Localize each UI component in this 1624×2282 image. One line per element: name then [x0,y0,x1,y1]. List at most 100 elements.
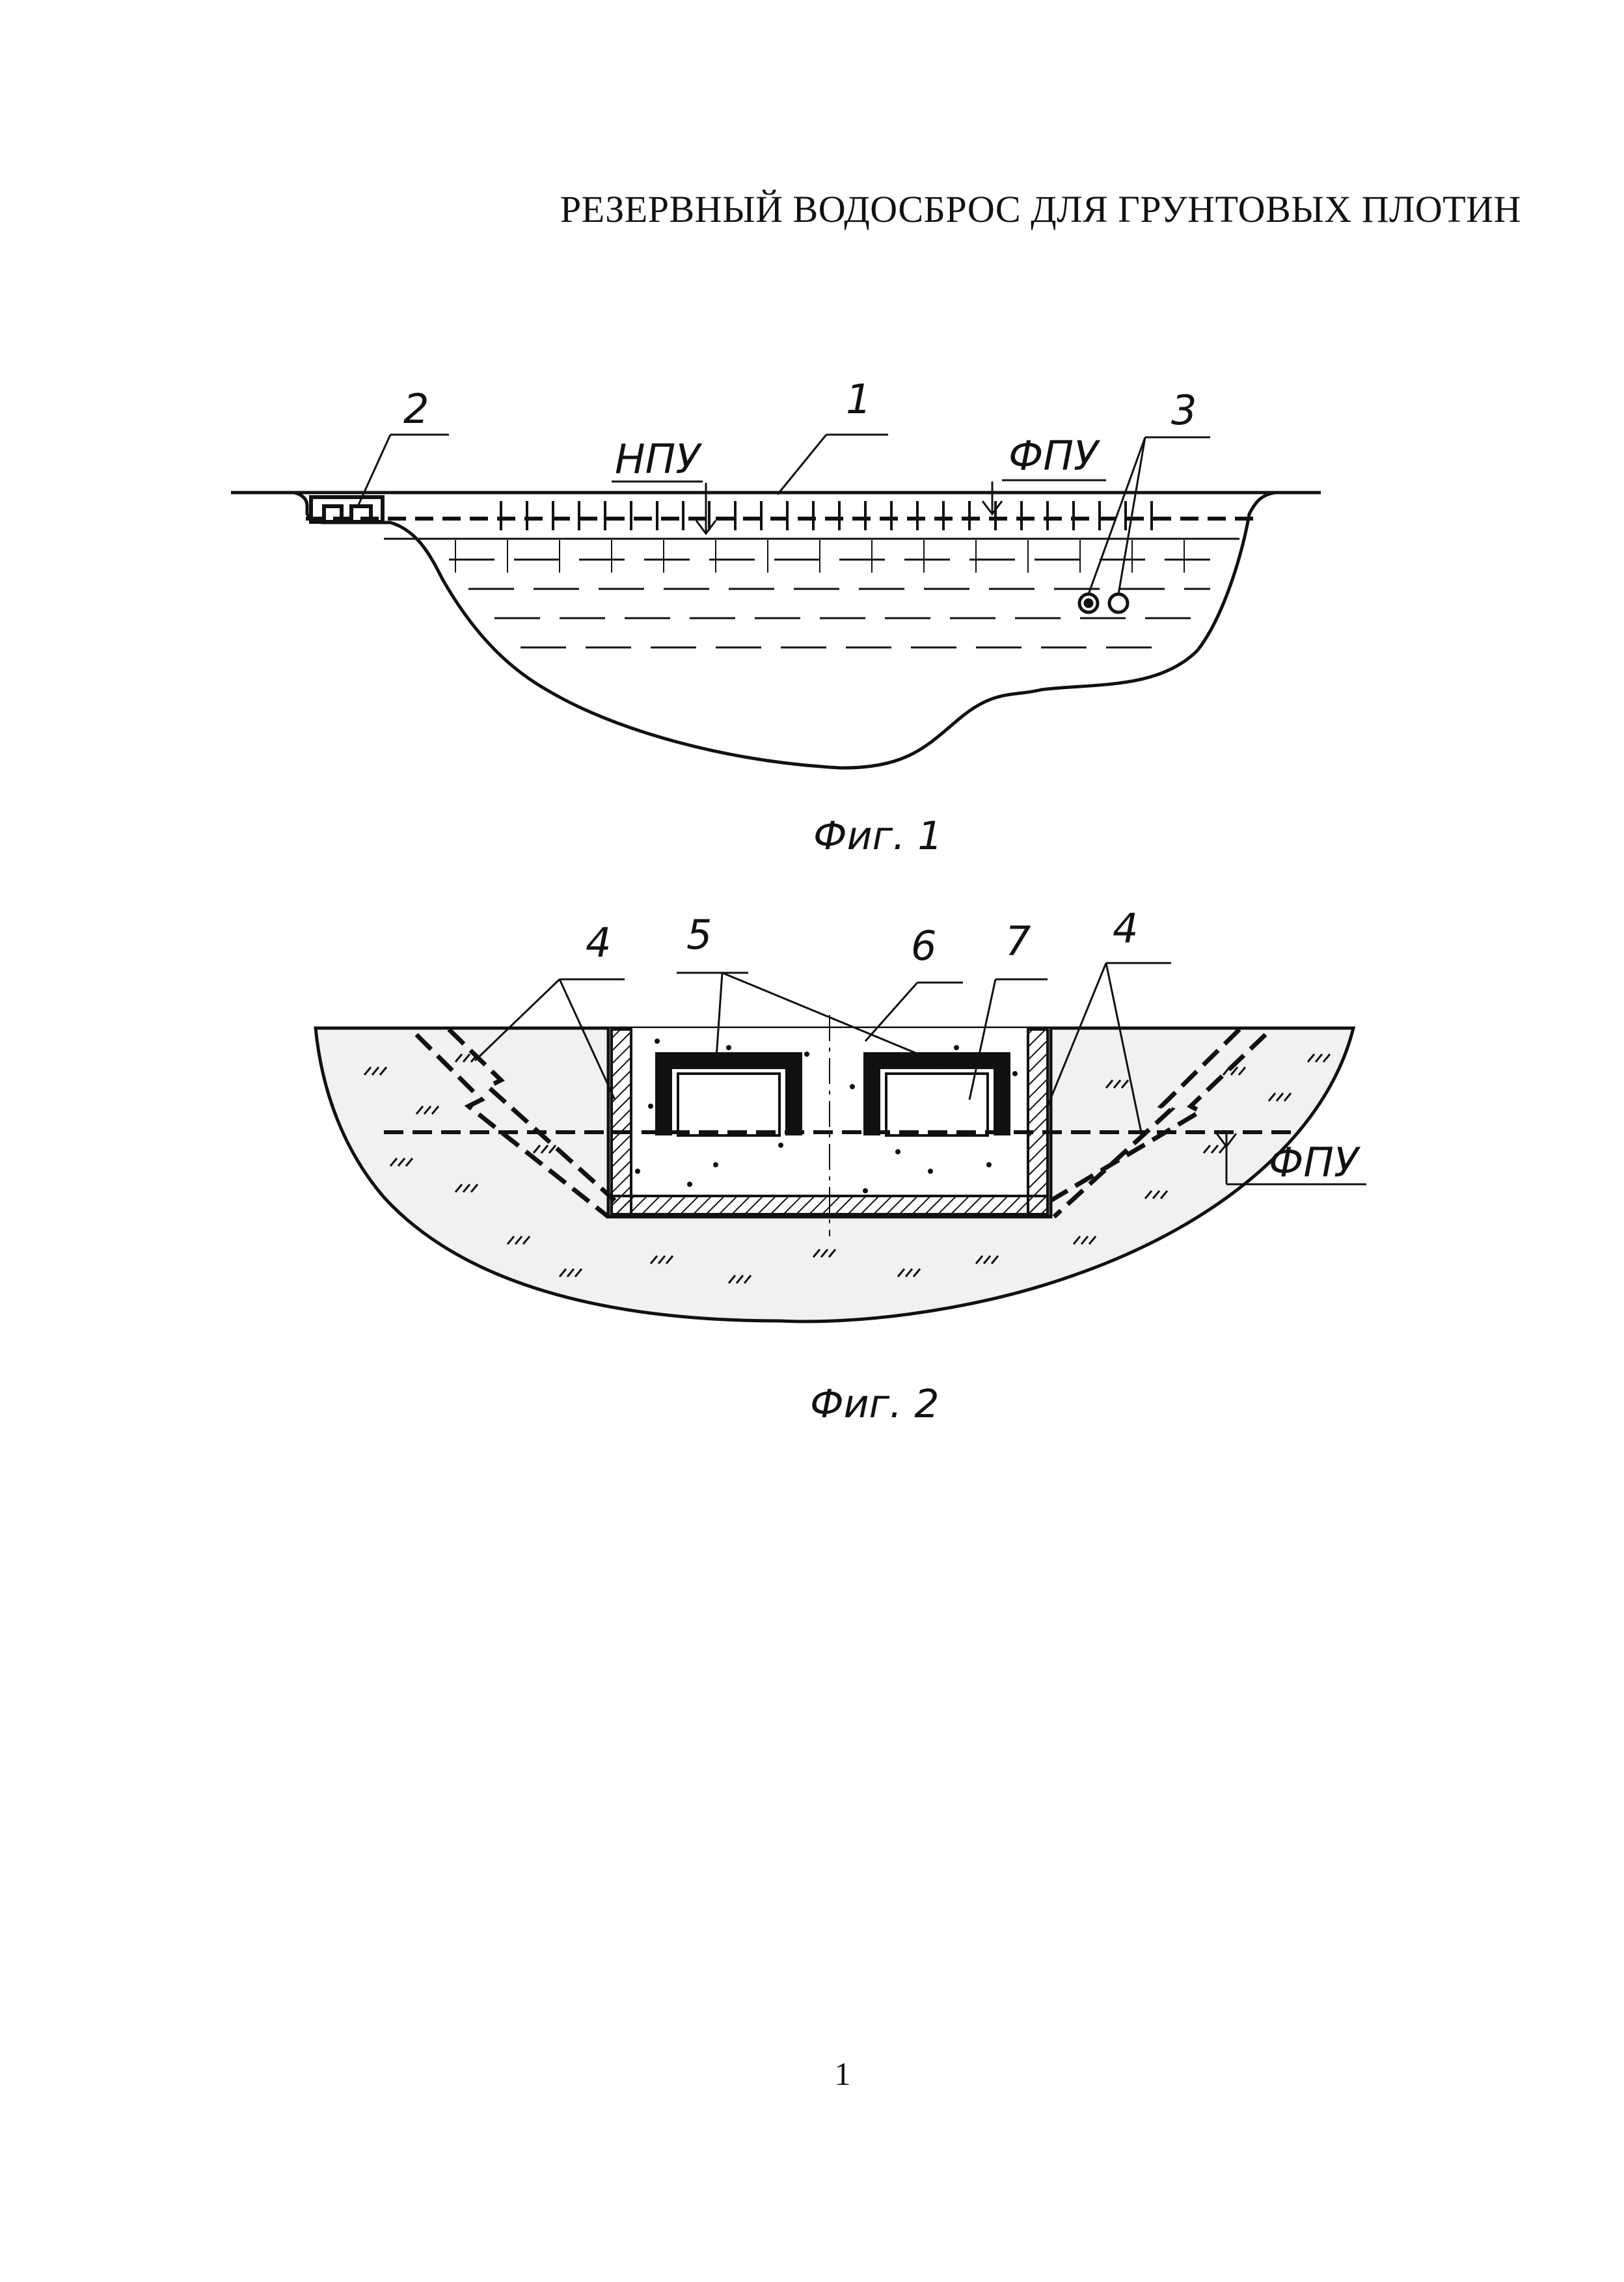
soil-hatch-stroke [532,1145,541,1154]
figure-2-caption: Фиг. 2 [810,1381,940,1427]
soil-hatch-stroke [522,1236,531,1245]
soil-hatch-stroke [462,1053,471,1063]
soil-hatch-stroke [982,1255,992,1264]
soil-hatch-stroke [1210,1145,1219,1154]
label-4-left: 4 [586,919,611,966]
soil-hatch-stroke [397,1158,406,1167]
aggregate-dot [687,1182,692,1187]
spillway-box [309,495,385,524]
figure-1-leaders [357,433,1210,595]
soil-hatch-stroke [454,1053,463,1063]
soil-hatch-stroke [812,1249,821,1258]
soil-hatch-stroke [540,1145,549,1154]
soil-hatch-stroke [1120,1080,1130,1089]
aggregate-dot [1012,1071,1018,1076]
label-3: 3 [1171,387,1197,434]
figure-1: 2 1 3 НПУ ФПУ Фиг. 1 [231,375,1321,859]
label-6: 6 [911,922,936,970]
soil-hatch-stroke [454,1184,463,1193]
soil-hatch-stroke [558,1268,567,1277]
left-wall [610,1028,632,1216]
label-4-right: 4 [1113,904,1138,952]
vertical-drain-ticks [455,501,1185,573]
soil-hatch-stroke [548,1145,557,1154]
soil-hatch-stroke [897,1268,906,1277]
soil-hatch-stroke [1144,1190,1153,1199]
label-7: 7 [1005,917,1031,965]
soil-hatch-stroke [514,1236,523,1245]
soil-hatch-stroke [431,1106,440,1115]
soil-hatch-stroke [423,1106,432,1115]
soil-hatch-stroke [462,1184,471,1193]
label-1: 1 [846,375,871,423]
soil-hatch-stroke [912,1268,921,1277]
aggregate-dot [778,1143,783,1148]
soil-hatch-stroke [574,1268,583,1277]
soil-hatch-stroke [1322,1053,1331,1063]
soil-hatch-stroke [1113,1080,1122,1089]
soil-hatch-stroke [1080,1236,1089,1245]
level-markers [695,482,1003,536]
soil-hatch-stroke [1230,1066,1239,1076]
figure-2: 4 5 6 7 4 ФПУ Фиг. 2 [314,904,1366,1427]
soil-hatch-stroke [506,1236,515,1245]
document-title: РЕЗЕРВНЫЙ ВОДОСБРОС ДЛЯ ГРУНТОВЫХ ПЛОТИН [560,188,1521,230]
soil-hatching [363,1053,1331,1284]
soil-hatch-stroke [470,1184,479,1193]
soil-hatch-stroke [657,1255,666,1264]
aggregate-dot [986,1162,992,1167]
soil-hatch-stroke [363,1066,372,1076]
page-number: 1 [834,2056,851,2092]
aggregate-dot [928,1169,933,1174]
soil-hatch-stroke [1275,1093,1284,1102]
water-hatching [449,558,1223,649]
aggregate-dot [655,1039,660,1044]
culvert-left [655,1052,802,1137]
concrete-aggregate [635,1039,1018,1193]
soil-hatch-stroke [743,1275,752,1284]
soil-hatch-stroke [1238,1066,1247,1076]
soil-hatch-stroke [665,1255,674,1264]
label-fpu-fig1: ФПУ [1008,432,1101,480]
soil-hatch-stroke [405,1158,414,1167]
label-npu: НПУ [615,435,703,483]
soil-hatch-stroke [371,1066,380,1076]
culvert-right [863,1052,1010,1137]
soil-hatch-stroke [1267,1093,1277,1102]
reservoir-bed-outline [231,491,1321,770]
label-2: 2 [403,385,429,433]
label-5: 5 [686,911,712,958]
figure-1-caption: Фиг. 1 [813,813,943,859]
aggregate-dot [954,1045,959,1050]
right-wall [1027,1028,1049,1216]
aggregate-dot [850,1084,855,1089]
soil-hatch-stroke [828,1249,837,1258]
label-fpu-fig2: ФПУ [1269,1139,1361,1186]
soil-hatch-stroke [727,1275,737,1284]
soil-hatch-stroke [904,1268,914,1277]
soil-hatch-stroke [379,1066,388,1076]
aggregate-dot [635,1169,640,1174]
aggregate-dot [804,1052,809,1057]
soil-hatch-stroke [415,1106,424,1115]
pipe-outlets [1077,592,1130,614]
soil-hatch-stroke [1306,1053,1316,1063]
soil-hatch-stroke [1202,1145,1211,1154]
aggregate-dot [726,1045,731,1050]
aggregate-dot [648,1104,653,1109]
aggregate-dot [895,1149,900,1154]
figure-2-leaders [474,962,1366,1186]
soil-hatch-stroke [1072,1236,1081,1245]
soil-hatch-stroke [820,1249,829,1258]
soil-hatch-stroke [1218,1145,1227,1154]
aggregate-dot [713,1162,718,1167]
soil-hatch-stroke [1283,1093,1292,1102]
soil-hatch-stroke [566,1268,575,1277]
soil-hatch-stroke [735,1275,744,1284]
soil-hatch-stroke [1152,1190,1161,1199]
soil-hatch-stroke [649,1255,658,1264]
soil-hatch-stroke [1314,1053,1323,1063]
aggregate-dot [863,1188,868,1193]
soil-hatch-stroke [990,1255,999,1264]
